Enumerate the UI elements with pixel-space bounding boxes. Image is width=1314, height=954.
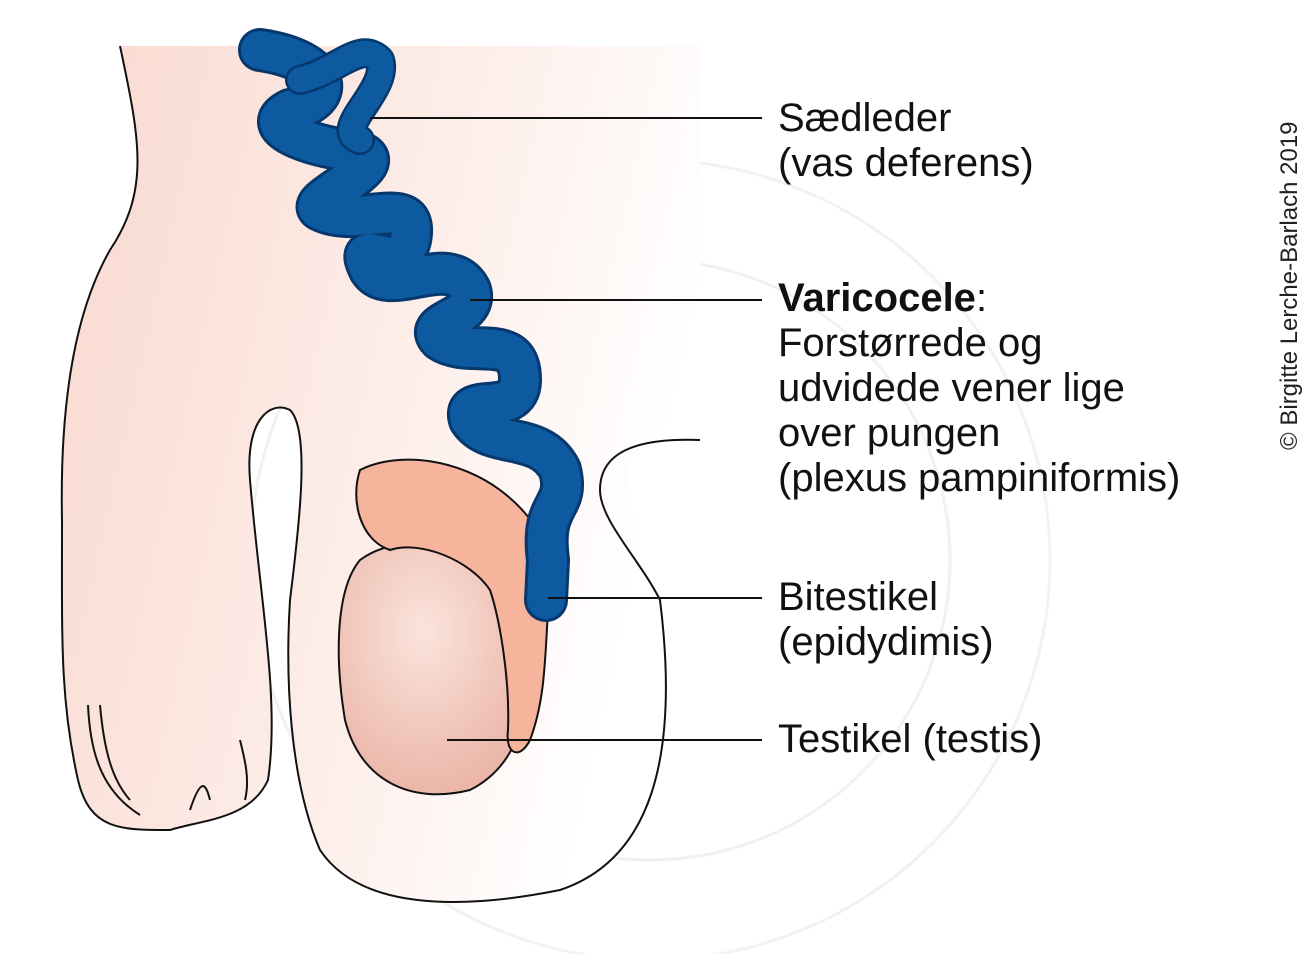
label-text: (vas deferens) bbox=[778, 141, 1034, 185]
label-title: Varicocele bbox=[778, 276, 976, 320]
label-text: Forstørrede og bbox=[778, 321, 1043, 365]
label-text: Testikel (testis) bbox=[778, 717, 1043, 761]
epididymis bbox=[355, 458, 553, 754]
label-text: udvidede vener lige bbox=[778, 366, 1125, 410]
label-varicocele: Varicocele: Forstørrede og udvidede vene… bbox=[778, 276, 1180, 501]
label-vas-deferens: Sædleder (vas deferens) bbox=[778, 96, 1034, 186]
label-testis: Testikel (testis) bbox=[778, 717, 1043, 762]
leader-lines bbox=[370, 117, 762, 741]
label-text: (plexus pampiniformis) bbox=[778, 456, 1181, 500]
vein-plexus bbox=[238, 28, 585, 622]
label-text: Sædleder bbox=[778, 96, 952, 140]
toe-outline bbox=[189, 739, 249, 811]
label-text: Bitestikel bbox=[778, 575, 939, 619]
label-text: over pungen bbox=[778, 411, 1001, 455]
label-text: (epidydimis) bbox=[778, 620, 994, 664]
inner-fold bbox=[87, 704, 141, 816]
label-epididymis: Bitestikel (epidydimis) bbox=[778, 575, 994, 665]
label-colon: : bbox=[975, 276, 988, 320]
copyright-notice: © Birgitte Lerche-Barlach 2019 bbox=[1276, 121, 1303, 450]
